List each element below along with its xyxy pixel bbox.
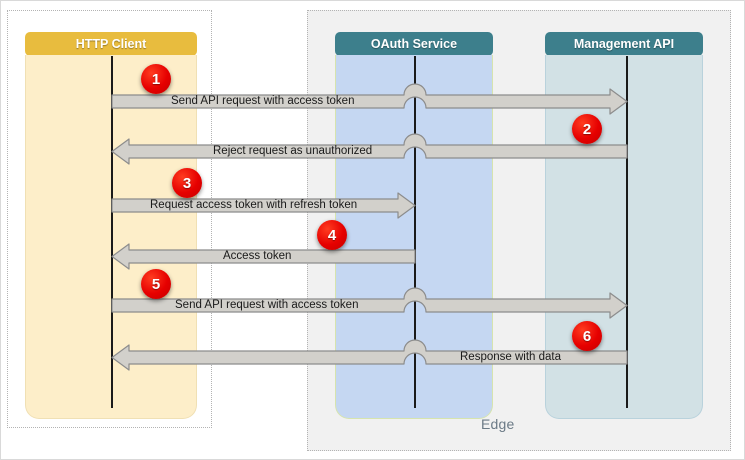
step-badge-5: 5: [141, 269, 171, 299]
message-label-6: Response with data: [460, 351, 562, 363]
lifeline-oauth-service: [414, 56, 416, 408]
step-badge-3: 3: [172, 168, 202, 198]
step-badge-6: 6: [572, 321, 602, 351]
lifeline-http-client: [111, 56, 113, 408]
message-label-3: Request access token with refresh token: [150, 199, 358, 211]
message-label-2: Reject request as unauthorized: [213, 145, 373, 157]
message-label-4: Access token: [223, 250, 292, 262]
step-badge-2: 2: [572, 114, 602, 144]
group-edge-label: Edge: [481, 416, 515, 432]
message-label-5: Send API request with access token: [175, 299, 359, 311]
lane-header-management-api: Management API: [545, 32, 703, 56]
lifeline-management-api: [626, 56, 628, 408]
lane-header-http-client: HTTP Client: [25, 32, 197, 56]
group-http-client: [7, 10, 212, 428]
message-label-1: Send API request with access token: [171, 95, 355, 107]
step-badge-1: 1: [141, 64, 171, 94]
lane-header-oauth-service: OAuth Service: [335, 32, 493, 56]
step-badge-4: 4: [317, 220, 347, 250]
